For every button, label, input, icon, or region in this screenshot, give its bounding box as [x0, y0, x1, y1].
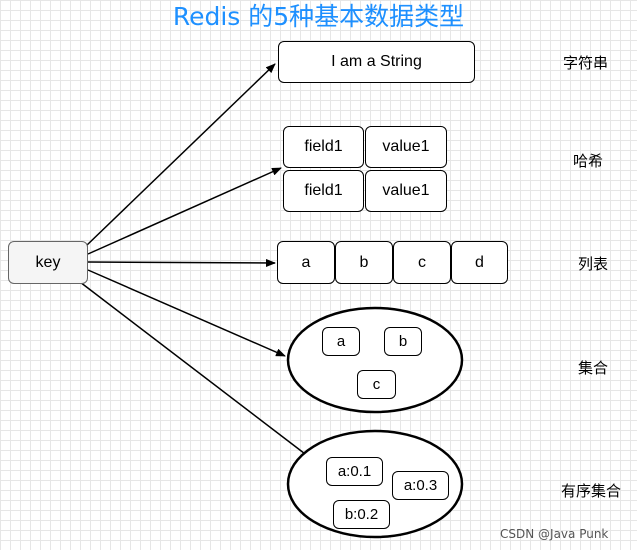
category-label-hash: 哈希: [573, 152, 604, 170]
set-member-text: c: [372, 376, 381, 393]
hash-field-cell: field1: [283, 170, 364, 212]
list-item-text: b: [359, 253, 369, 271]
key-label: key: [35, 253, 61, 271]
list-item-text: c: [418, 253, 426, 271]
zset-member-text: a:0.3: [403, 477, 438, 494]
list-item-text: d: [475, 253, 484, 271]
hash-field-text: field1: [304, 138, 343, 155]
string-value: I am a String: [331, 53, 422, 70]
zset-member-box: a:0.1: [326, 457, 383, 486]
set-member-box: c: [357, 370, 396, 399]
zset-member-text: b:0.2: [344, 506, 379, 523]
category-label-string: 字符串: [563, 54, 609, 72]
hash-value-text: value1: [382, 138, 430, 155]
hash-value-text: value1: [382, 182, 430, 199]
hash-value-cell: value1: [365, 126, 447, 168]
list-item-text: a: [301, 253, 311, 271]
category-label-set: 集合: [578, 359, 609, 377]
arrow-to-set: [87, 269, 286, 357]
zset-member-text: a:0.1: [337, 463, 372, 480]
set-member-text: a: [336, 333, 346, 350]
set-member-box: a: [322, 327, 360, 356]
category-label-list: 列表: [578, 255, 609, 273]
arrow-to-list: [87, 258, 276, 267]
list-item-box: c: [393, 241, 451, 284]
arrow-to-zset: [79, 281, 314, 461]
hash-value-cell: value1: [365, 170, 447, 212]
diagram-title: Redis 的5种基本数据类型: [172, 2, 465, 31]
list-item-box: b: [335, 241, 393, 284]
hash-field-text: field1: [304, 182, 343, 199]
key-node: key: [8, 241, 88, 284]
list-item-box: a: [277, 241, 335, 284]
zset-member-box: a:0.3: [392, 471, 449, 500]
arrow-to-hash: [87, 167, 282, 255]
string-value-box: I am a String: [278, 41, 475, 83]
list-item-box: d: [451, 241, 508, 284]
set-member-text: b: [398, 333, 408, 350]
set-member-box: b: [384, 327, 422, 356]
hash-field-cell: field1: [283, 126, 364, 168]
category-label-zset: 有序集合: [561, 482, 622, 500]
zset-member-box: b:0.2: [333, 500, 390, 529]
arrow-to-string: [85, 63, 276, 247]
watermark: CSDN @Java Punk: [500, 527, 609, 541]
